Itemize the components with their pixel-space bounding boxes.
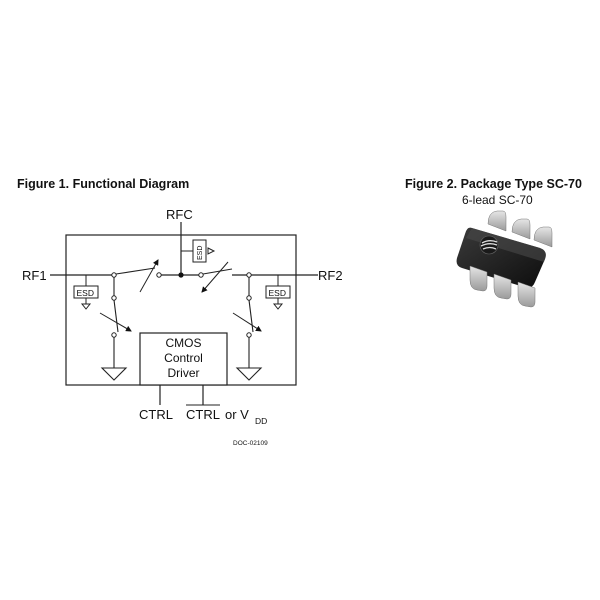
sc70-package-image (456, 210, 553, 308)
or-v-label: or V (225, 407, 249, 422)
doc-number: DOC-02109 (233, 440, 268, 447)
esd-rf2-label: ESD (269, 288, 286, 298)
esd-rfc: ESD (181, 239, 216, 263)
rfc-label: RFC (166, 207, 193, 222)
left-shunt-switch (99, 277, 132, 381)
left-series-switch (111, 259, 162, 293)
right-shunt-switch (232, 277, 263, 381)
driver-line3: Driver (168, 366, 200, 380)
figure1-title: Figure 1. Functional Diagram (17, 177, 190, 191)
right-series-switch (198, 261, 252, 293)
rfc-junction (178, 272, 184, 278)
ctrl-bar-label: CTRL (186, 407, 220, 422)
manufacturer-logo (479, 235, 499, 255)
rf2-label: RF2 (318, 268, 343, 283)
esd-rfc-label: ESD (197, 246, 204, 260)
figure2-title: Figure 2. Package Type SC-70 (405, 177, 582, 191)
rf1-label: RF1 (22, 268, 47, 283)
cmos-driver-box (139, 332, 228, 386)
driver-line1: CMOS (166, 336, 202, 350)
vdd-subscript: DD (255, 416, 267, 426)
esd-rf2: ESD (265, 275, 291, 310)
figure2-subtitle: 6-lead SC-70 (462, 193, 533, 207)
driver-line2: Control (164, 351, 203, 365)
esd-rf1: ESD (73, 275, 99, 310)
esd-rf1-label: ESD (77, 288, 94, 298)
ctrl-label: CTRL (139, 407, 173, 422)
